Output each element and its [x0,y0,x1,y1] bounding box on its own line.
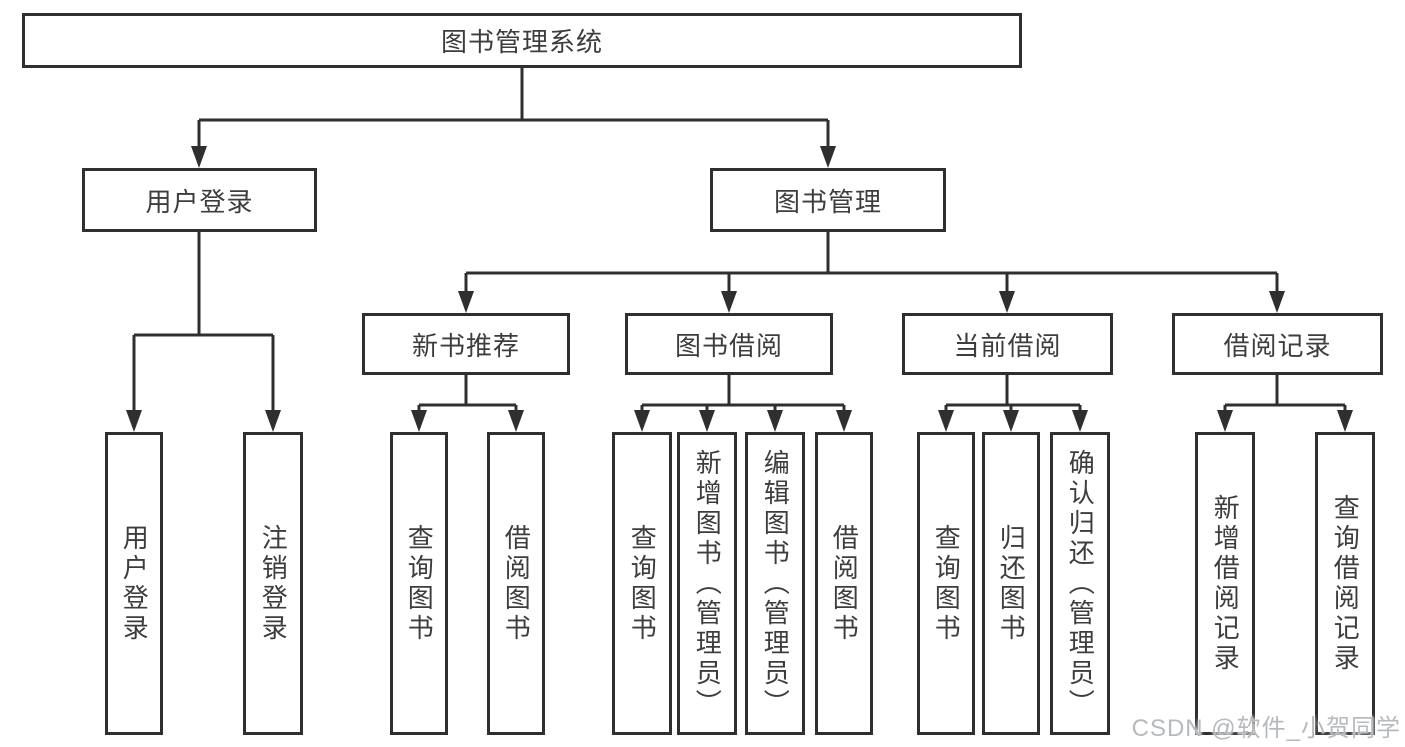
node-user-login-label: 用户登录 [145,186,254,217]
leaf-query-books-current-label: 查询图书 [931,523,962,644]
leaf-query-books-borrow-label: 查询图书 [627,523,658,644]
leaf-user-login-label: 用户登录 [119,523,150,644]
leaf-borrow-books: 借阅图书 [815,432,873,735]
node-borrow-records: 借阅记录 [1172,313,1383,375]
node-book-borrow: 图书借阅 [625,313,833,375]
leaf-add-books-admin: 新增图书（管理员） [677,432,737,735]
node-book-management: 图书管理 [710,168,946,232]
leaf-add-borrow-record-label: 新增借阅记录 [1210,493,1241,674]
leaf-add-borrow-record: 新增借阅记录 [1195,432,1255,735]
leaf-query-books-borrow: 查询图书 [612,432,672,735]
leaf-return-books-label: 归还图书 [996,523,1027,644]
node-library-system-label: 图书管理系统 [440,27,603,57]
leaf-add-books-admin-label: 新增图书（管理员） [692,448,723,719]
node-current-borrow-label: 当前借阅 [953,330,1062,361]
node-book-borrow-label: 图书借阅 [674,330,783,361]
leaf-edit-books-admin: 编辑图书（管理员） [745,432,805,735]
leaf-query-borrow-record-label: 查询借阅记录 [1330,493,1361,674]
leaf-edit-books-admin-label: 编辑图书（管理员） [760,448,791,719]
node-library-system: 图书管理系统 [22,13,1022,68]
leaf-query-books-recommend: 查询图书 [390,432,448,735]
csdn-watermark: CSDN @软件_小贺同学 [1131,715,1401,742]
leaf-logout-label: 注销登录 [258,523,289,644]
leaf-borrow-books-recommend-label: 借阅图书 [501,523,532,644]
leaf-user-login: 用户登录 [105,432,163,735]
leaf-borrow-books-label: 借阅图书 [829,523,860,644]
leaf-return-books: 归还图书 [982,432,1040,735]
node-current-borrow: 当前借阅 [902,313,1113,375]
node-new-book-recommend-label: 新书推荐 [411,330,520,361]
node-book-management-label: 图书管理 [773,186,882,217]
node-user-login: 用户登录 [82,168,317,232]
leaf-borrow-books-recommend: 借阅图书 [487,432,545,735]
leaf-confirm-return-admin-label: 确认归还（管理员） [1065,448,1096,719]
arrowhead-icons [126,146,1353,432]
node-borrow-records-label: 借阅记录 [1223,330,1332,361]
node-new-book-recommend: 新书推荐 [362,313,570,375]
leaf-query-books-current: 查询图书 [917,432,975,735]
leaf-logout: 注销登录 [243,432,303,735]
leaf-query-borrow-record: 查询借阅记录 [1315,432,1375,735]
leaf-confirm-return-admin: 确认归还（管理员） [1050,432,1110,735]
leaf-query-books-recommend-label: 查询图书 [404,523,435,644]
